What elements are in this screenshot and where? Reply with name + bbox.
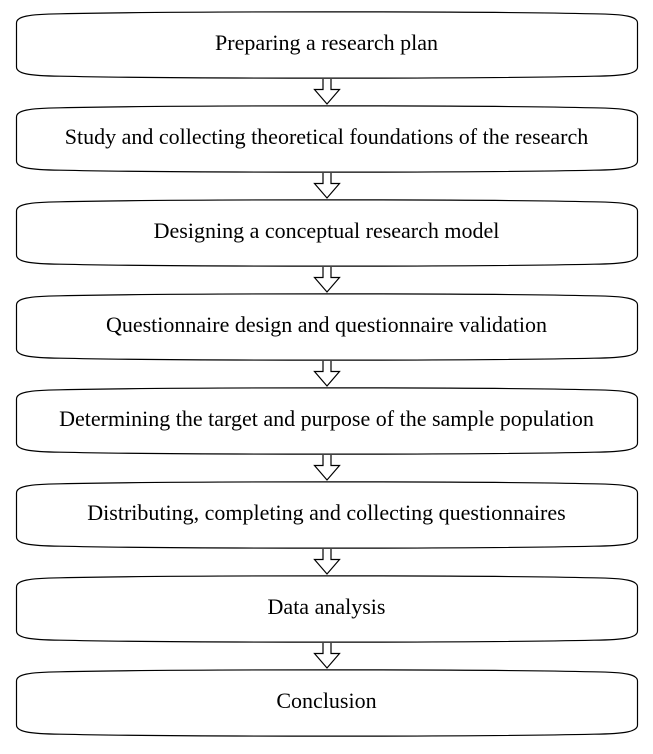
down-arrow-icon xyxy=(312,643,341,669)
down-arrow-icon xyxy=(312,361,341,387)
flow-step-2: Study and collecting theoretical foundat… xyxy=(15,104,639,174)
rounded-box-shape xyxy=(15,481,638,549)
flow-step-7: Data analysis xyxy=(15,574,639,644)
rounded-box-shape xyxy=(15,387,638,455)
rounded-box-shape xyxy=(15,575,638,643)
flow-step-1: Preparing a research plan xyxy=(15,10,639,80)
flow-step-6: Distributing, completing and collecting … xyxy=(15,480,639,550)
down-arrow-icon xyxy=(312,173,341,199)
flow-step-label: Designing a conceptual research model xyxy=(153,217,500,243)
flow-step-8: Conclusion xyxy=(15,668,639,738)
rounded-box-shape xyxy=(15,11,638,79)
rounded-box-shape xyxy=(15,293,638,361)
down-arrow-icon xyxy=(312,267,341,293)
down-arrow-icon xyxy=(312,549,341,575)
flow-step-label: Study and collecting theoretical foundat… xyxy=(64,123,589,149)
flow-step-label: Distributing, completing and collecting … xyxy=(87,499,566,525)
rounded-box-shape xyxy=(15,199,638,267)
rounded-box-shape xyxy=(15,105,638,173)
flow-step-4: Questionnaire design and questionnaire v… xyxy=(15,292,639,362)
flow-step-label: Preparing a research plan xyxy=(215,29,438,55)
rounded-box-shape xyxy=(15,669,638,737)
down-arrow-icon xyxy=(312,79,341,105)
flow-step-label: Conclusion xyxy=(276,687,377,713)
flow-step-label: Questionnaire design and questionnaire v… xyxy=(105,311,548,337)
flow-step-label: Data analysis xyxy=(267,593,386,619)
down-arrow-icon xyxy=(312,455,341,481)
flow-step-label: Determining the target and purpose of th… xyxy=(59,405,594,431)
flow-step-3: Designing a conceptual research model xyxy=(15,198,639,268)
flow-step-5: Determining the target and purpose of th… xyxy=(15,386,639,456)
